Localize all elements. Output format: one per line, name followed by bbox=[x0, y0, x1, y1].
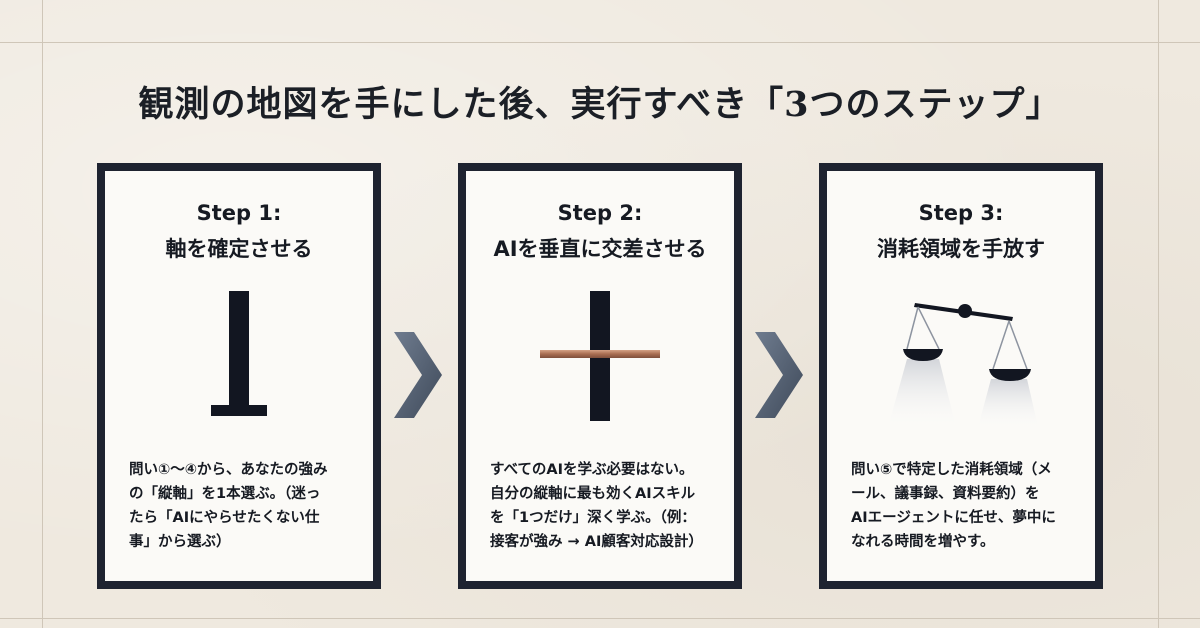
step-description: 問い①〜④から、あなたの強み の「縦軸」を1本選ぶ。（迷っ たら「AIにやらせた… bbox=[129, 462, 328, 550]
step-card-3: Step 3: 消耗領域を手放す 問い⑤で特定した消耗領域（メ ール、議事録、資… bbox=[819, 163, 1103, 589]
step-card-1: Step 1: 軸を確定させる 問い①〜④から、あなたの強み の「縦軸」を1本選… bbox=[97, 163, 381, 589]
step-title: AIを垂直に交差させる bbox=[493, 237, 707, 261]
left-rule bbox=[42, 0, 43, 628]
chevron-right-icon bbox=[394, 332, 442, 418]
step-title: 軸を確定させる bbox=[165, 237, 313, 261]
top-rule bbox=[0, 42, 1200, 43]
step-number: Step 1: bbox=[196, 201, 282, 225]
step-description: すべてのAIを学ぶ必要はない。 自分の縦軸に最も効くAIスキル を「1つだけ」深… bbox=[490, 462, 703, 550]
bottom-rule bbox=[0, 618, 1200, 619]
step-description: 問い⑤で特定した消耗領域（メ ール、議事録、資料要約）を AIエージェントに任せ… bbox=[851, 462, 1056, 550]
page-title: 観測の地図を手にした後、実行すべき「3つのステップ」 bbox=[138, 84, 1062, 125]
step-title: 消耗領域を手放す bbox=[877, 237, 1045, 261]
scale-icon bbox=[887, 303, 1039, 431]
step-number: Step 3: bbox=[918, 201, 1004, 225]
cross-icon bbox=[540, 291, 660, 421]
step-card-2: Step 2: AIを垂直に交差させる すべてのAIを学ぶ必要はない。 自分の縦… bbox=[458, 163, 742, 589]
right-rule bbox=[1158, 0, 1159, 628]
step-number: Step 2: bbox=[557, 201, 643, 225]
chevron-right-icon bbox=[755, 332, 803, 418]
axis-icon bbox=[211, 291, 267, 416]
